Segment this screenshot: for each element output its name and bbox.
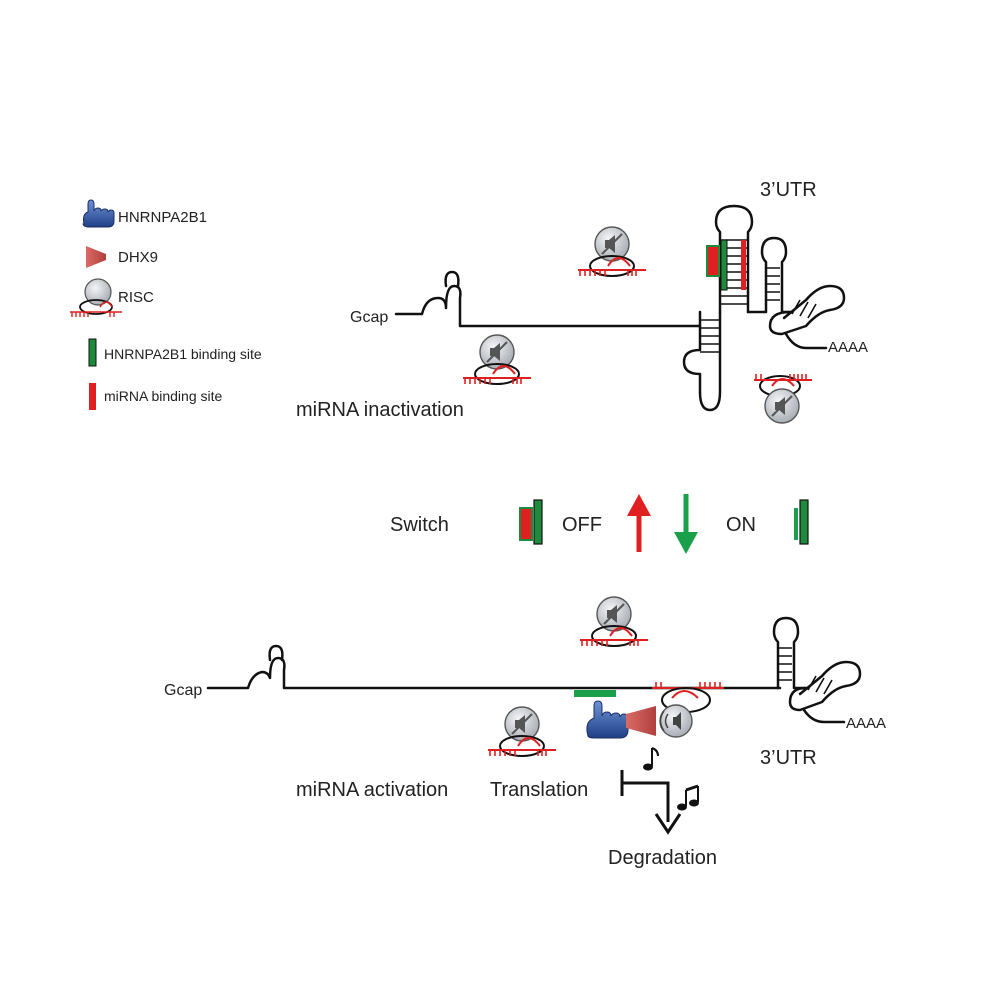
arrow-down-icon	[674, 494, 698, 554]
switch-row: Switch OFF ON	[390, 494, 809, 554]
bottom-hnrnpa2b1-site	[574, 690, 616, 697]
risc-icon	[70, 278, 122, 317]
translation-label: Translation	[490, 779, 588, 801]
legend-hnrnpa2b1-site-swatch	[88, 338, 97, 367]
music-note-icon	[643, 747, 659, 771]
bottom-polya-label: AAAA	[846, 715, 886, 732]
degradation-label: Degradation	[608, 847, 717, 869]
bottom-mirna-bound	[652, 682, 724, 713]
top-hnrnpa2b1-bound-site	[706, 245, 720, 277]
legend-mirna-site-label: miRNA binding site	[104, 388, 222, 404]
bottom-risc-active	[659, 704, 693, 738]
top-hnrnpa2b1-site	[720, 239, 728, 291]
bottom-dhx9-protein	[626, 706, 656, 736]
music-notes-icon	[677, 784, 699, 811]
bottom-hairpin-curl	[788, 660, 862, 724]
legend-hnrnpa2b1-site-label: HNRNPA2B1 binding site	[104, 346, 262, 362]
bottom-utr-label: 3’UTR	[760, 747, 817, 769]
legend-hnrnpa2b1-label: HNRNPA2B1	[118, 209, 207, 226]
bottom-panel: Gcap AAAA 3’UTR	[164, 596, 886, 869]
bottom-risc-lower	[487, 706, 557, 757]
top-mirna-site	[741, 240, 746, 290]
switch-off-icon	[519, 499, 543, 545]
wedge-icon	[86, 246, 106, 268]
bottom-cap-label: Gcap	[164, 682, 202, 699]
bottom-hairpin-main	[772, 616, 808, 690]
legend-dhx9-label: DHX9	[118, 249, 158, 266]
inhibition-arrow	[620, 770, 682, 835]
top-hairpin-main	[706, 204, 754, 314]
top-polya-label: AAAA	[828, 339, 868, 356]
bottom-mrna-strand	[206, 656, 782, 690]
bottom-risc-upper	[579, 596, 649, 647]
switch-off-label: OFF	[562, 514, 602, 536]
switch-on-label: ON	[726, 514, 756, 536]
top-cap-loop	[444, 270, 460, 288]
legend: HNRNPA2B1 DHX9 RISC HNRNPA2B1 binding si…	[70, 199, 262, 410]
top-risc-upper	[577, 226, 647, 277]
hand-icon	[82, 199, 115, 228]
legend-risc-label: RISC	[118, 289, 154, 306]
bottom-hnrnpa2b1-protein	[586, 700, 629, 739]
top-mrna-strand	[394, 284, 702, 328]
top-panel: 3’UTR Gcap AAAA miRNA inactivation	[296, 179, 868, 424]
switch-label: Switch	[390, 514, 449, 536]
top-utr-label: 3’UTR	[760, 179, 817, 201]
top-risc-lower	[462, 334, 532, 385]
top-hairpin-third	[768, 284, 846, 350]
bottom-panel-title: miRNA activation	[296, 779, 448, 801]
arrow-up-icon	[627, 494, 651, 552]
top-hairpin-lower	[682, 310, 722, 412]
legend-mirna-site-swatch	[89, 383, 96, 410]
top-panel-title: miRNA inactivation	[296, 399, 464, 421]
top-hairpin-second	[746, 236, 792, 314]
switch-on-icon	[794, 499, 809, 545]
bottom-cap-loop	[268, 644, 284, 662]
top-risc-bound	[754, 374, 812, 424]
top-cap-label: Gcap	[350, 309, 388, 326]
